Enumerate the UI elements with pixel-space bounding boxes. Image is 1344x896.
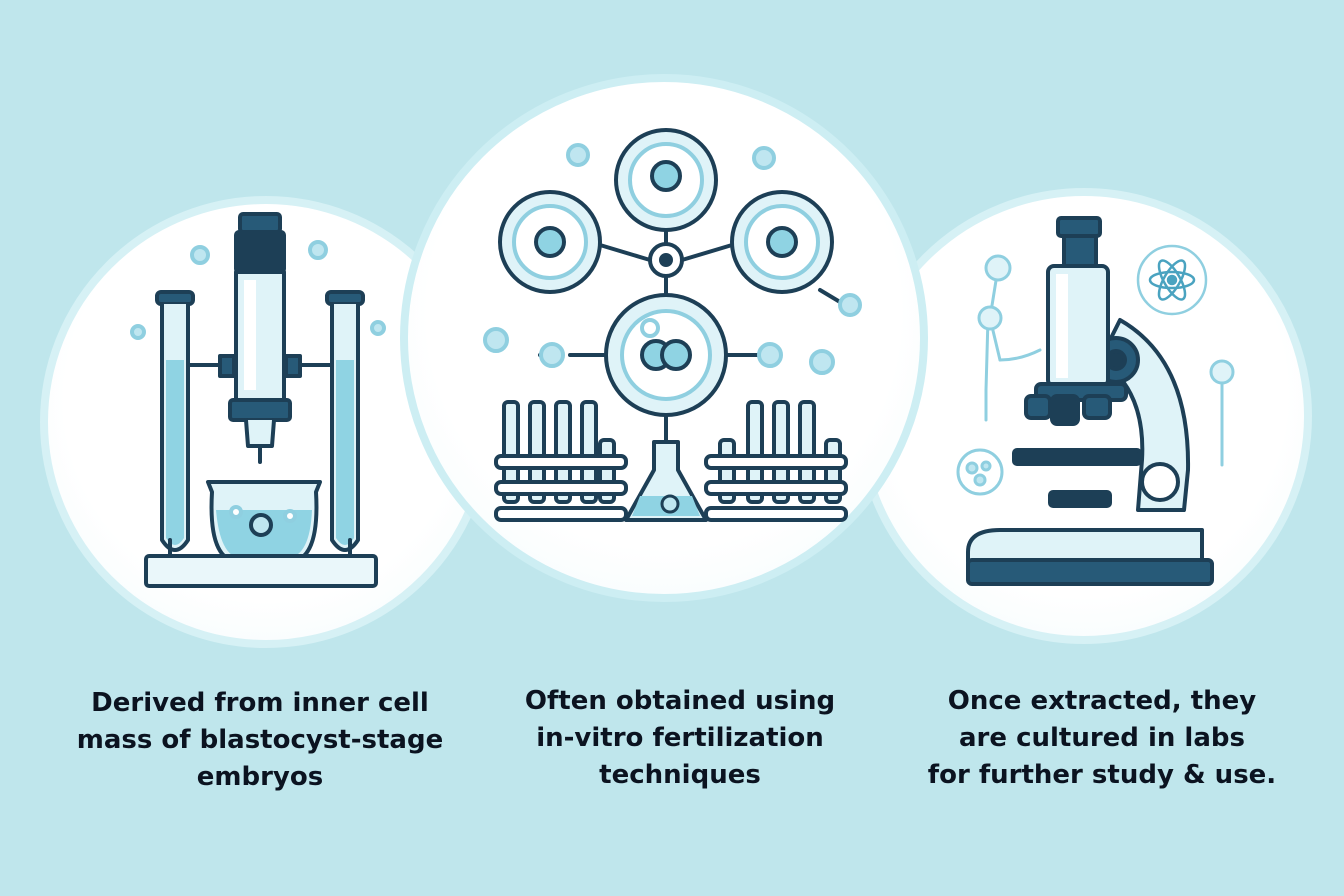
panel-3-caption: Once extracted, they are cultured in lab…: [927, 686, 1277, 790]
cell-network-and-flask-icon: [483, 128, 862, 522]
panel-2-caption: Often obtained using in-vitro fertilizat…: [524, 686, 836, 790]
pipette-and-test-tube-stand-icon: [130, 212, 386, 588]
microscope-icon: [956, 216, 1235, 586]
panel-1-caption: Derived from inner cell mass of blastocy…: [76, 688, 444, 792]
